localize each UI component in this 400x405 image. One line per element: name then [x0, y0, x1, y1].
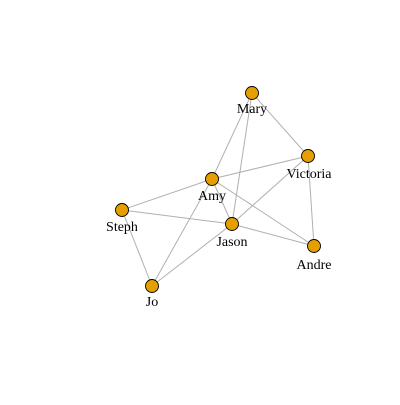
- node-label-mary: Mary: [237, 102, 267, 117]
- edge-amy-victoria: [211, 155, 309, 180]
- edge-mary-amy: [211, 92, 253, 180]
- edge-steph-jason: [121, 209, 233, 225]
- edge-amy-andre: [211, 178, 315, 247]
- node-andre: [307, 239, 321, 253]
- node-jason: [225, 217, 239, 231]
- node-mary: [245, 86, 259, 100]
- node-label-jason: Jason: [216, 235, 247, 250]
- edge-amy-jason: [211, 178, 233, 225]
- node-steph: [115, 203, 129, 217]
- node-label-andre: Andre: [297, 258, 332, 273]
- node-amy: [205, 172, 219, 186]
- node-label-amy: Amy: [198, 189, 226, 204]
- node-victoria: [301, 149, 315, 163]
- node-label-steph: Steph: [106, 220, 138, 235]
- edge-amy-jo: [151, 178, 213, 287]
- edge-victoria-jason: [231, 155, 309, 225]
- edge-jason-andre: [231, 223, 315, 247]
- edge-jason-jo: [151, 223, 233, 287]
- node-label-victoria: Victoria: [286, 167, 332, 182]
- edges-layer: [121, 92, 315, 287]
- edge-steph-jo: [121, 209, 153, 287]
- node-jo: [145, 279, 159, 293]
- node-label-jo: Jo: [146, 295, 158, 310]
- edge-mary-jason: [231, 92, 253, 225]
- edge-victoria-andre: [307, 155, 315, 247]
- edge-amy-steph: [121, 178, 213, 211]
- nodes-layer: [115, 86, 321, 293]
- edge-mary-victoria: [251, 92, 309, 157]
